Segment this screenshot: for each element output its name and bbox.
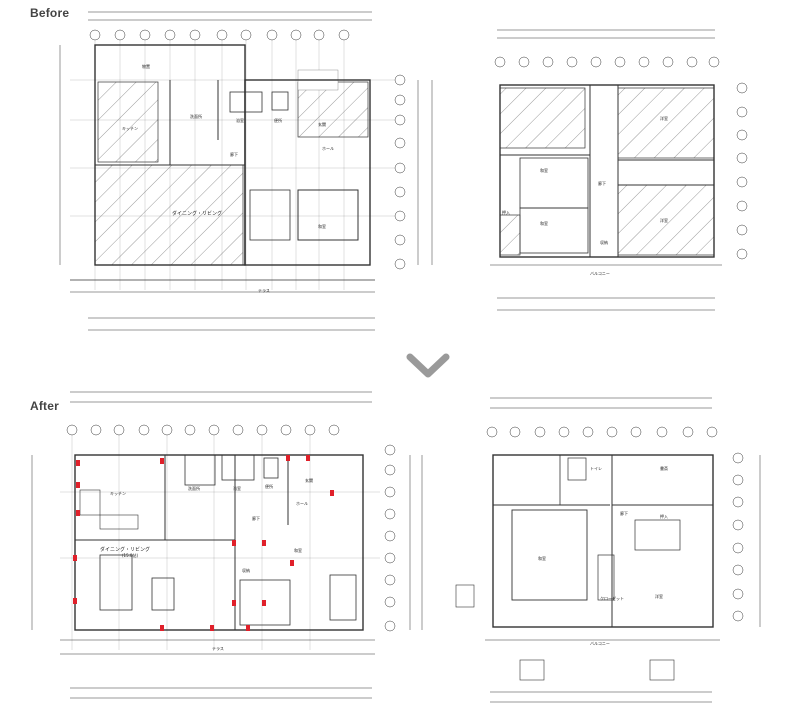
- before-f2-yoshitsu2-label: 洋室: [660, 217, 668, 223]
- after-f1-living-area: (15.0帖): [122, 552, 138, 558]
- before-f1-storage-label: 物置: [142, 63, 150, 69]
- after-f1-storage-label: 収納: [242, 567, 250, 573]
- before-f2-washitsu1-label: 和室: [540, 167, 548, 173]
- after-floor1-plan: [31, 391, 423, 699]
- chevron-down-icon: [406, 353, 450, 378]
- after-f2-closet-label: 押入: [660, 513, 668, 519]
- before-f2-storage-label: 収納: [600, 239, 608, 245]
- before-floor1-plan: [59, 11, 433, 331]
- after-f1-genkan-label: 玄関: [305, 477, 313, 483]
- before-section-label: Before: [30, 6, 70, 20]
- before-f1-kitchen-label: キッチン: [122, 126, 138, 131]
- after-f2-balcony-label: バルコニー: [590, 641, 610, 646]
- after-f1-living-label: ダイニング・リビング: [100, 546, 150, 553]
- before-f2-closet-label: 押入: [502, 209, 510, 215]
- before-f1-wash-label: 洗面所: [190, 113, 202, 119]
- before-floor2-plan: [490, 29, 748, 311]
- after-floor1-markers: [73, 455, 334, 631]
- after-f2-yoshitsu-label: 洋室: [655, 593, 663, 599]
- before-f2-washitsu2-label: 和室: [540, 220, 548, 226]
- after-f1-kitchen-label: キッチン: [110, 491, 126, 496]
- after-f1-toilet-label: 便所: [265, 483, 273, 489]
- after-section-label: After: [30, 399, 60, 413]
- before-f1-genkan-label: 玄関: [318, 121, 326, 127]
- before-f2-balcony-label: バルコニー: [590, 271, 610, 276]
- after-floor2-labels: 和室 書斎 洋室 廊下 バルコニー 押入 クローゼット トイレ: [538, 465, 668, 646]
- after-f1-terrace-label: テラス: [212, 645, 224, 651]
- after-floor2-plan: [455, 397, 761, 703]
- before-f1-toilet-label: 便所: [274, 117, 282, 123]
- after-f2-toilet-label: トイレ: [590, 466, 602, 471]
- before-f1-corridor-label: 廊下: [230, 151, 238, 157]
- after-f1-bath-label: 浴室: [233, 485, 241, 491]
- before-f1-hall-label: ホール: [322, 146, 334, 151]
- before-f1-bath-label: 浴室: [236, 117, 244, 123]
- after-floor1-labels: ダイニング・リビング (15.0帖) テラス キッチン ホール 玄関 廊下 和室…: [100, 477, 313, 651]
- after-f1-hall-label: ホール: [296, 501, 308, 506]
- before-f1-washitsu-label: 和室: [318, 223, 326, 229]
- before-f1-terrace-label: テラス: [258, 287, 270, 293]
- after-f1-washitsu-label: 和室: [294, 547, 302, 553]
- after-f2-washitsu-label: 和室: [538, 555, 546, 561]
- after-f2-wic-label: クローゼット: [600, 595, 624, 601]
- before-f1-living-label: ダイニング・リビング: [172, 210, 222, 217]
- after-f2-shosai-label: 書斎: [660, 465, 668, 471]
- before-f2-corridor-label: 廊下: [598, 180, 606, 186]
- after-f1-corridor-label: 廊下: [252, 515, 260, 521]
- before-f2-yoshitsu1-label: 洋室: [660, 115, 668, 121]
- before-floor1-labels: ダイニング・リビング テラス 和室 ホール 玄関 キッチン 物置 廊下 浴室 洗…: [122, 63, 334, 293]
- after-f1-wash-label: 洗面所: [188, 485, 200, 491]
- after-f2-corridor-label: 廊下: [620, 510, 628, 516]
- before-floor2-labels: 和室 和室 洋室 洋室 廊下 バルコニー 押入 収納: [502, 115, 668, 276]
